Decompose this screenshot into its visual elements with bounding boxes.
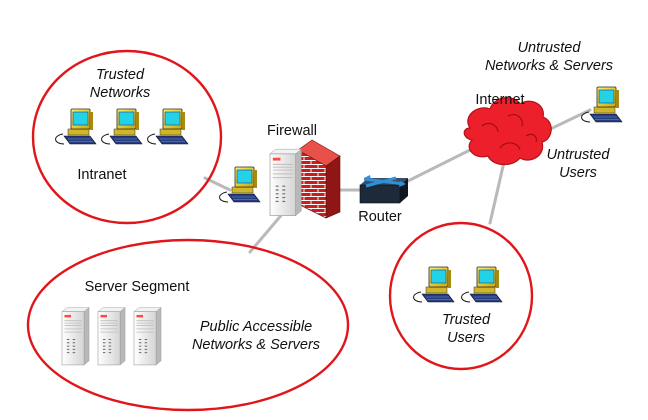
untrusted-users-label: Untrusted Users [546,147,610,181]
public-accessible-label: Public Accessible Networks & Servers [191,319,321,353]
firewall-host-workstation-icon [219,166,261,203]
trusted-network-workstation-icon [55,108,97,145]
trusted-network-workstation-icon [101,108,143,145]
router-label: Router [358,209,402,225]
untrusted-user-workstation-icon [581,86,623,123]
intranet-label: Intranet [77,167,127,183]
trusted-user-workstation-icon [413,266,455,303]
public-server-icon [97,307,126,366]
firewall-server-tower-icon [269,148,302,217]
trusted-users-label: Trusted Users [441,312,491,346]
internet-label: Internet [475,92,525,108]
link-router-internet [404,144,480,184]
link-firewall-server-segment [248,210,286,254]
link-internet-trusted-users [488,160,506,225]
public-server-icon [61,307,90,366]
firewall-label: Firewall [267,123,317,139]
server-segment-zone [26,238,350,412]
trusted-networks-zone [31,49,223,225]
trusted-user-workstation-icon [461,266,503,303]
firewall-wall-icon [297,139,341,219]
router-icon [359,175,408,204]
internet-cloud-icon [463,97,552,166]
trusted-network-workstation-icon [147,108,189,145]
trusted-users-zone [388,221,534,371]
trusted-networks-label: Trusted Networks [89,67,151,101]
server-segment-label: Server Segment [84,279,190,295]
public-server-icon [133,307,162,366]
untrusted-networks-label: Untrusted Networks & Servers [484,40,614,74]
